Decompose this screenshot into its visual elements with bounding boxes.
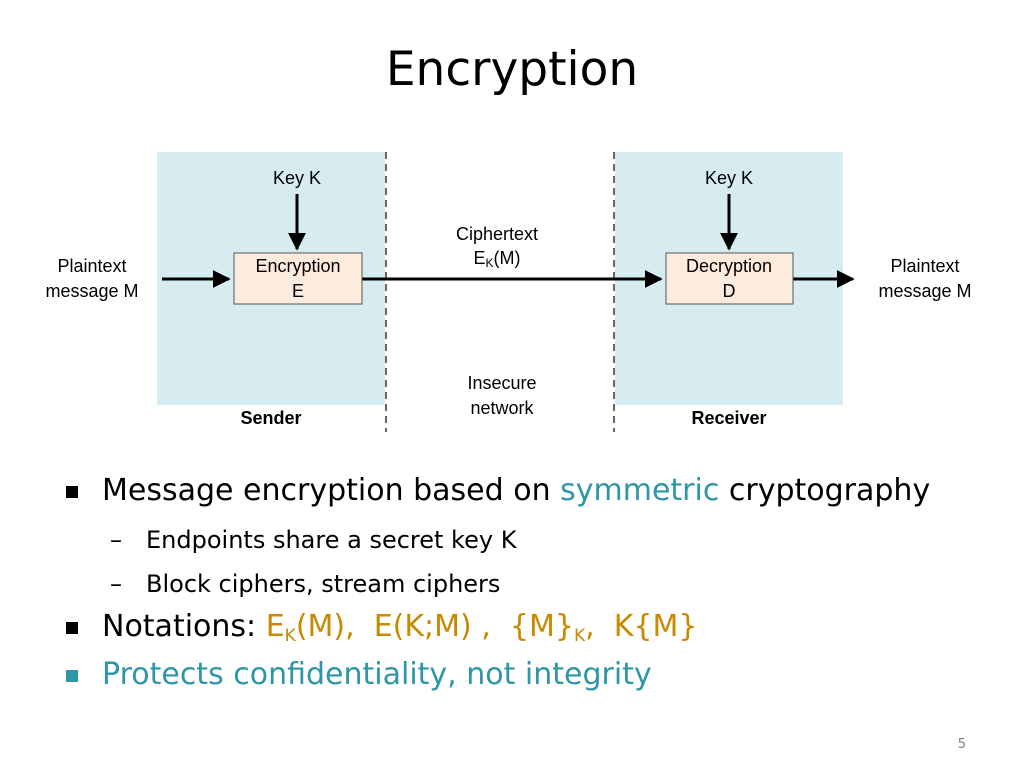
insecure-network-line2: network	[470, 398, 534, 418]
encryption-box	[233, 252, 363, 305]
square-bullet-icon	[66, 670, 78, 682]
sub-bullet-shared-key: –Endpoints share a secret key K	[60, 518, 1000, 562]
receiver-label: Receiver	[691, 408, 766, 428]
ciphertext-label: Ciphertext	[456, 224, 538, 244]
ciphertext-notation: EK(M)	[473, 248, 520, 270]
bullet-symmetric: Message encryption based on symmetric cr…	[60, 470, 1000, 518]
encryption-box-label: Encryption	[255, 256, 340, 276]
plaintext-input-line2: message M	[45, 281, 138, 301]
encryption-diagram: Key K Key K Encryption E Decryption D Pl…	[45, 152, 972, 432]
notation-list: EK(M), E(K;M) , {M}K, K{M}	[265, 609, 698, 646]
bullet-notations: Notations: EK(M), E(K;M) , {M}K, K{M}	[60, 606, 1000, 654]
plaintext-input-line1: Plaintext	[57, 256, 126, 276]
decryption-box	[665, 252, 794, 305]
square-bullet-icon	[66, 486, 78, 498]
plaintext-output-line2: message M	[878, 281, 971, 301]
insecure-network-line1: Insecure	[467, 373, 536, 393]
sub-bullet-ciphers: –Block ciphers, stream ciphers	[60, 562, 1000, 606]
sender-key-label: Key K	[273, 168, 321, 188]
square-bullet-icon	[66, 622, 78, 634]
dash-bullet-icon: –	[110, 526, 122, 554]
dash-bullet-icon: –	[110, 570, 122, 598]
plaintext-output-line1: Plaintext	[890, 256, 959, 276]
decryption-box-symbol: D	[723, 281, 736, 301]
page-number: 5	[957, 737, 966, 752]
slide-title: Encryption	[385, 42, 639, 97]
decryption-box-label: Decryption	[686, 256, 772, 276]
encryption-box-symbol: E	[292, 281, 304, 301]
symmetric-highlight: symmetric	[560, 473, 720, 508]
receiver-key-label: Key K	[705, 168, 753, 188]
bullet-list: Message encryption based on symmetric cr…	[60, 470, 1000, 702]
sender-label: Sender	[240, 408, 301, 428]
bullet-confidentiality: Protects confidentiality, not integrity	[60, 654, 1000, 702]
